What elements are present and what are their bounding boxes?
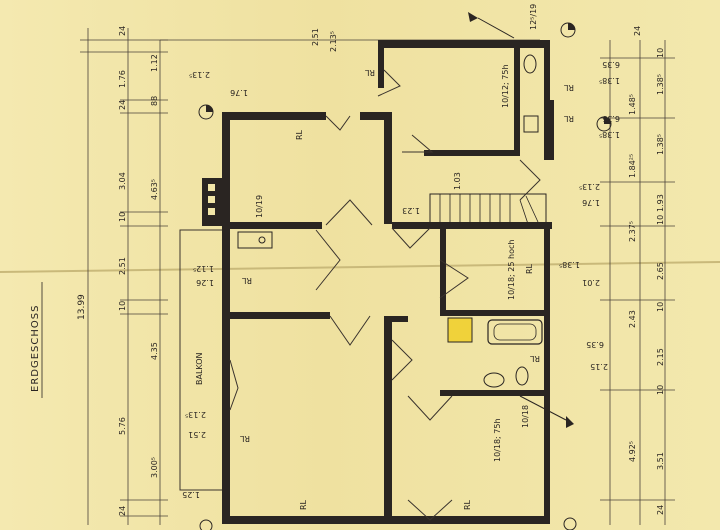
dim-inner-635-bath: 6.35	[586, 340, 604, 349]
dim-left-576: 5.76	[118, 417, 127, 435]
toilet-wc	[523, 54, 537, 74]
dim-top-251: 2.51	[311, 28, 320, 46]
dim-left-24-bot: 24	[118, 506, 127, 516]
dim-right-265: 2.65	[656, 262, 665, 280]
dim-left-88: 88	[150, 96, 159, 106]
dim-inner-1385a: 1.38⁵	[599, 76, 620, 85]
bathtub	[487, 319, 543, 345]
dim-right-10d: 10	[656, 48, 665, 58]
dim-inner-251-low: 2.51	[188, 430, 206, 439]
left-dimension-chain	[80, 28, 168, 525]
dim-left-251: 2.51	[118, 257, 127, 275]
staircase	[429, 193, 547, 225]
dim-inner-176: 1.76	[230, 88, 248, 97]
dim-right-24: 24	[656, 505, 665, 515]
dim-top-2135: 2.13⁵	[329, 31, 338, 52]
label-rl-bath: RL	[525, 263, 534, 274]
dim-inner-126: 1.26	[196, 278, 214, 287]
dim-right-10b: 10	[656, 215, 665, 225]
dim-left-10b: 10	[118, 301, 127, 311]
label-rl-room1: RL	[295, 129, 304, 140]
dim-inner-125-bot: 1.25	[182, 490, 200, 499]
dim-inner-215: 2.15	[590, 362, 608, 371]
label-door-bath: 10/18; 25 hoch	[507, 240, 516, 300]
label-door-wc: 10/12; 75h	[501, 64, 510, 108]
walls	[202, 40, 554, 524]
dim-top-1251: 12⁵/19	[529, 4, 538, 30]
label-rl-wc1: RL	[563, 83, 574, 92]
dim-inner-1385b: 1.38⁵	[599, 130, 620, 139]
dim-left-4635: 4.63⁵	[150, 179, 159, 200]
right-dimension-chain	[600, 40, 675, 525]
dim-left-176: 1.76	[118, 70, 127, 88]
dim-left-24-top: 24	[118, 26, 127, 36]
dim-left-3005: 3.00⁵	[150, 457, 159, 478]
section-mark-bottom	[519, 395, 574, 428]
section-mark-top	[468, 12, 515, 39]
door-swings	[229, 69, 541, 521]
balcony-outline	[179, 229, 222, 491]
dim-right-243: 2.43	[628, 310, 637, 328]
total-dimension: 13.99	[77, 294, 87, 320]
paper-fold-line	[0, 261, 720, 273]
dim-right-10c: 10	[656, 302, 665, 312]
label-door-room1: 10/19	[255, 195, 264, 218]
label-rl-right: RL	[529, 354, 540, 363]
plan-title: ERDGESCHOSS	[30, 305, 41, 392]
dim-left-24b: 24	[118, 100, 127, 110]
dim-inner-1385-r: 1.38⁵	[559, 260, 580, 269]
label-stair-103: 1.03	[453, 172, 462, 190]
toilet-bath	[515, 366, 529, 386]
dim-right-1385a: 1.38⁵	[656, 74, 665, 95]
dim-left-304: 3.04	[118, 172, 127, 190]
dim-top-24: 24	[633, 26, 642, 36]
sink-drain-icon	[258, 236, 266, 244]
dim-left-112: 1.12	[150, 54, 159, 72]
label-rl-wc2: RL	[563, 114, 574, 123]
dim-inner-635a: 6.35	[602, 60, 620, 69]
label-rl-bottom-left: RL	[299, 499, 308, 510]
label-rl-lower-left: RL	[239, 434, 250, 443]
dim-right-193: 1.93	[656, 194, 665, 212]
dim-right-2375: 2.37⁵	[628, 221, 637, 242]
label-rl-left: RL	[241, 276, 252, 285]
dim-right-1485: 1.48⁵	[628, 94, 637, 115]
dim-inner-1125: 1.12⁵	[193, 264, 214, 273]
dim-right-4925: 4.92⁵	[628, 441, 637, 462]
kitchen-sink	[237, 231, 273, 249]
dim-inner-176-right: 1.76	[582, 198, 600, 207]
label-door-bottom-b: 10/18	[521, 405, 530, 428]
survey-markers	[198, 22, 612, 530]
dim-inner-2135-low: 2.13⁵	[185, 410, 206, 419]
dim-inner-2135-top: 2.13⁵	[189, 70, 210, 79]
dim-left-435: 4.35	[150, 342, 159, 360]
dim-inner-2135-mid: 2.13⁵	[579, 182, 600, 191]
label-stair-123: 1.23	[402, 206, 420, 215]
shower-tray	[447, 317, 473, 343]
label-door-bottom: 10/18; 75h	[493, 418, 502, 462]
label-rl-top: RL	[364, 68, 375, 77]
dim-inner-201: 2.01	[582, 278, 600, 287]
label-balkon: BALKON	[195, 352, 204, 385]
dim-right-1385b: 1.38⁵	[656, 134, 665, 155]
dim-right-1845: 1.84²⁵	[628, 154, 637, 178]
dim-right-351: 3.51	[656, 452, 665, 470]
dim-right-10a: 10	[656, 385, 665, 395]
label-rl-bottom-right: RL	[463, 499, 472, 510]
wc-washbasin	[523, 115, 539, 133]
dim-inner-635b: 6.35	[602, 114, 620, 123]
washbasin	[483, 372, 505, 388]
dim-right-215: 2.15	[656, 348, 665, 366]
dim-left-10a: 10	[118, 212, 127, 222]
